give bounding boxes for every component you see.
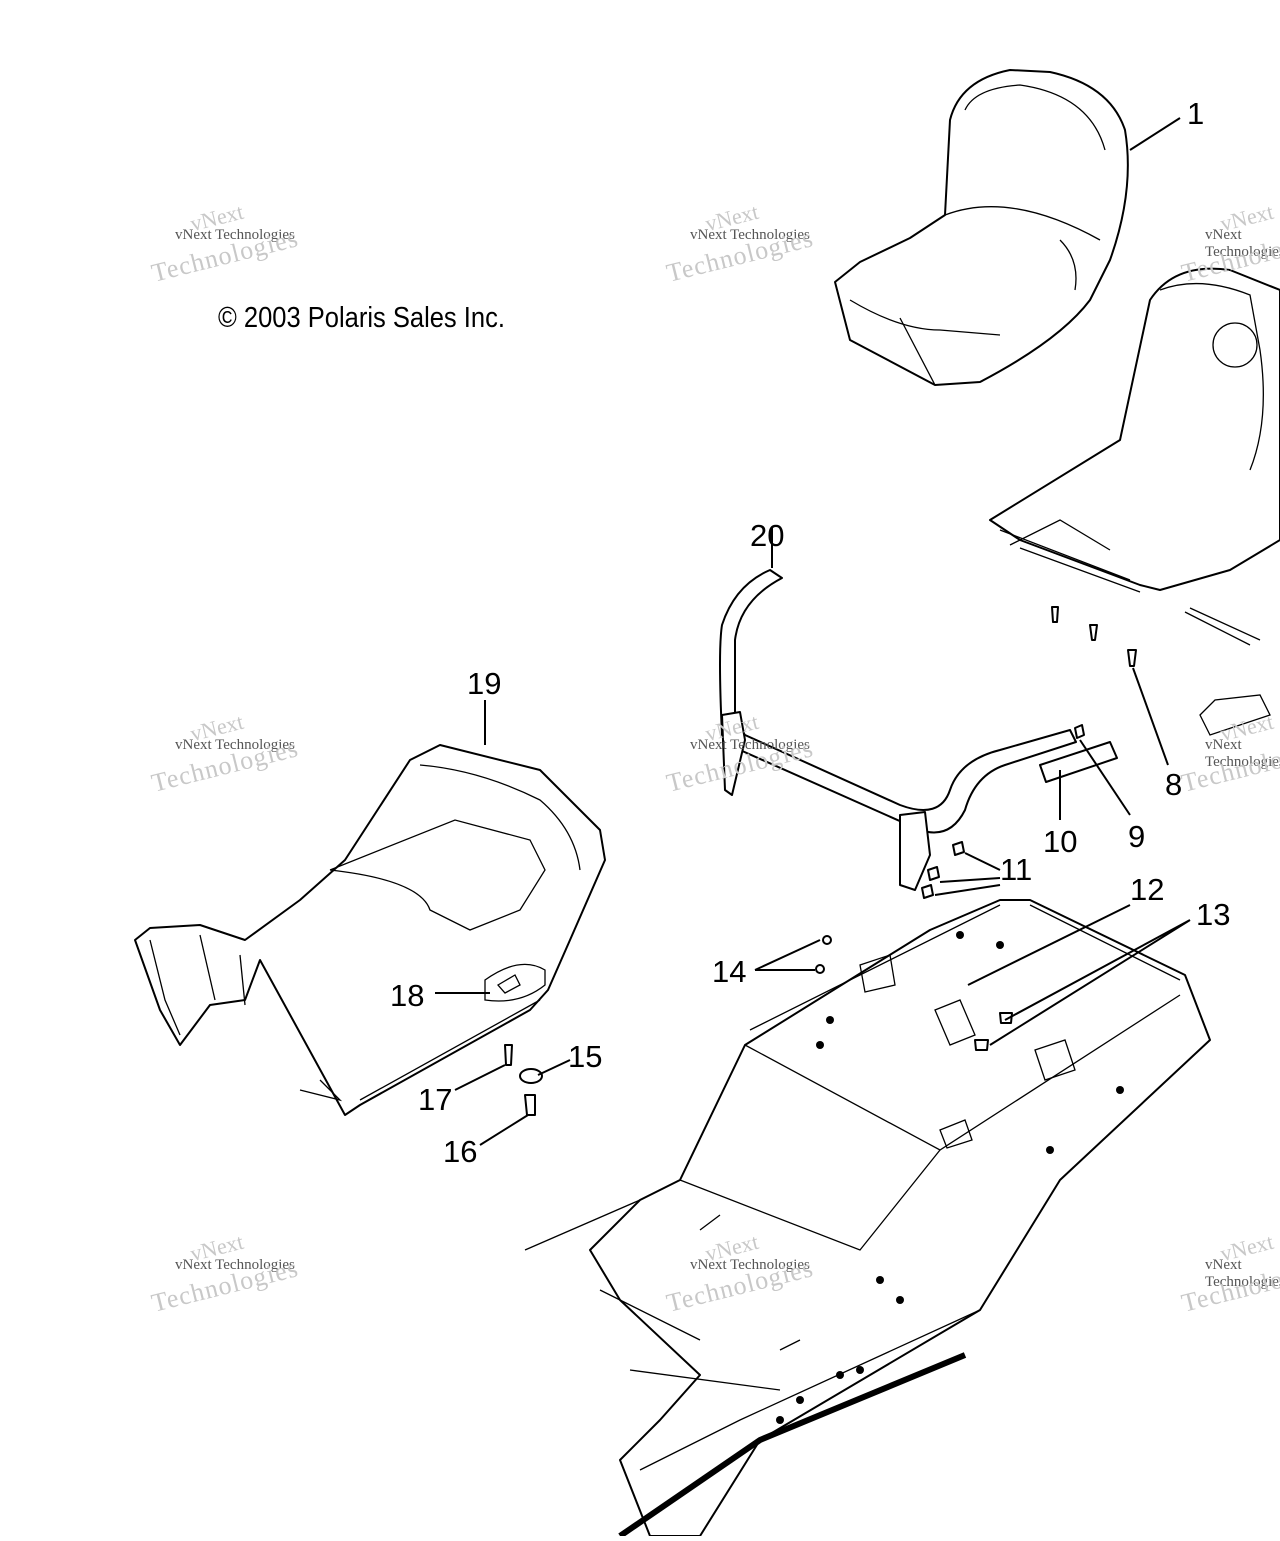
- callout-10: 10: [1043, 824, 1077, 859]
- callout-labels: 1 8 9 10 11 12 13 14 15 16 17 18 19 20: [390, 96, 1230, 1169]
- leader-lines: [435, 117, 1191, 1146]
- callout-11: 11: [1000, 852, 1032, 887]
- rear-seat: [134, 744, 606, 1116]
- copyright-notice: © 2003 Polaris Sales Inc.: [218, 302, 505, 334]
- callout-18: 18: [390, 978, 424, 1013]
- callout-13: 13: [1196, 897, 1230, 932]
- callout-1: 1: [1187, 96, 1204, 131]
- seat-cushion: [834, 69, 1129, 386]
- seat-base: [989, 267, 1280, 736]
- callout-19: 19: [467, 666, 501, 701]
- callout-16: 16: [443, 1134, 477, 1169]
- callout-12: 12: [1130, 872, 1164, 907]
- callout-15: 15: [568, 1039, 602, 1074]
- snowmobile-frame: [524, 899, 1211, 1539]
- callout-8: 8: [1165, 767, 1182, 802]
- callout-20: 20: [750, 518, 784, 553]
- callout-14: 14: [712, 954, 746, 989]
- callout-9: 9: [1128, 819, 1145, 854]
- callout-17: 17: [418, 1082, 452, 1117]
- fasteners: [504, 606, 1137, 1116]
